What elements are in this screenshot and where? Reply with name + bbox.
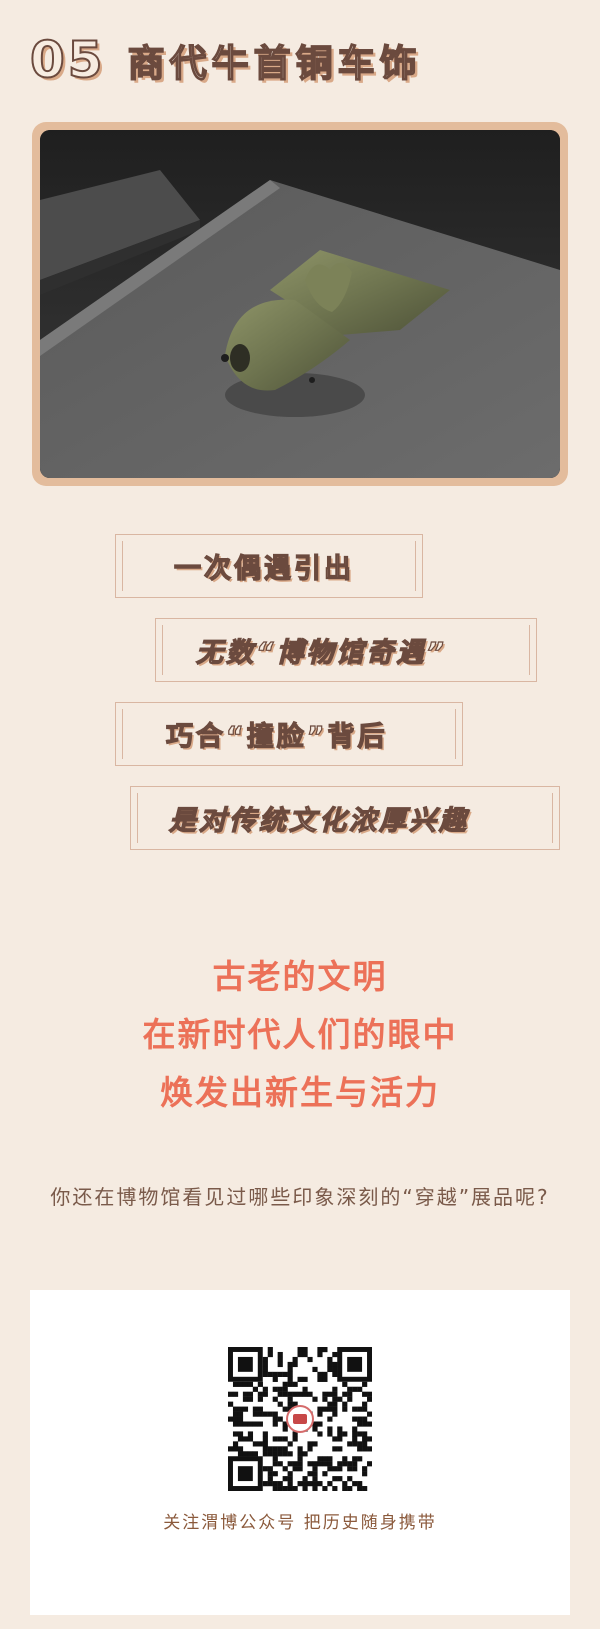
caption-text-2: 无数“博物馆奇遇”: [195, 637, 447, 669]
section-number: 05: [29, 30, 106, 90]
page-title: 05 商代牛首铜车饰: [29, 30, 422, 90]
highlight-line-2: 在新时代人们的眼中: [142, 1015, 458, 1054]
artifact-title: 商代牛首铜车饰: [127, 41, 422, 86]
caption-box-3: 巧合“撞脸”背后: [115, 702, 463, 766]
qr-code-icon[interactable]: [228, 1347, 373, 1492]
highlight-line-1: 古老的文明: [212, 957, 388, 996]
photo-frame: [32, 122, 568, 486]
museum-logo-icon: [286, 1405, 314, 1433]
highlight-line-3: 焕发出新生与活力: [160, 1073, 440, 1112]
reader-question: 你还在博物馆看见过哪些印象深刻的“穿越”展品呢?: [50, 1185, 550, 1209]
caption-text-4: 是对传统文化浓厚兴趣: [168, 805, 469, 837]
footer-card: 关注渭博公众号 把历史随身携带: [30, 1290, 570, 1615]
caption-box-2: 无数“博物馆奇遇”: [155, 618, 537, 682]
bronze-ox-head-artifact-icon: [40, 130, 560, 478]
follow-text: 关注渭博公众号 把历史随身携带: [163, 1513, 437, 1533]
caption-text-1: 一次偶遇引出: [173, 553, 354, 585]
artifact-photo: [40, 130, 560, 478]
caption-text-3: 巧合“撞脸”背后: [165, 721, 388, 753]
caption-box-4: 是对传统文化浓厚兴趣: [130, 786, 560, 850]
caption-box-1: 一次偶遇引出: [115, 534, 423, 598]
highlight-text: 古老的文明 在新时代人们的眼中 焕发出新生与活力: [0, 948, 600, 1122]
